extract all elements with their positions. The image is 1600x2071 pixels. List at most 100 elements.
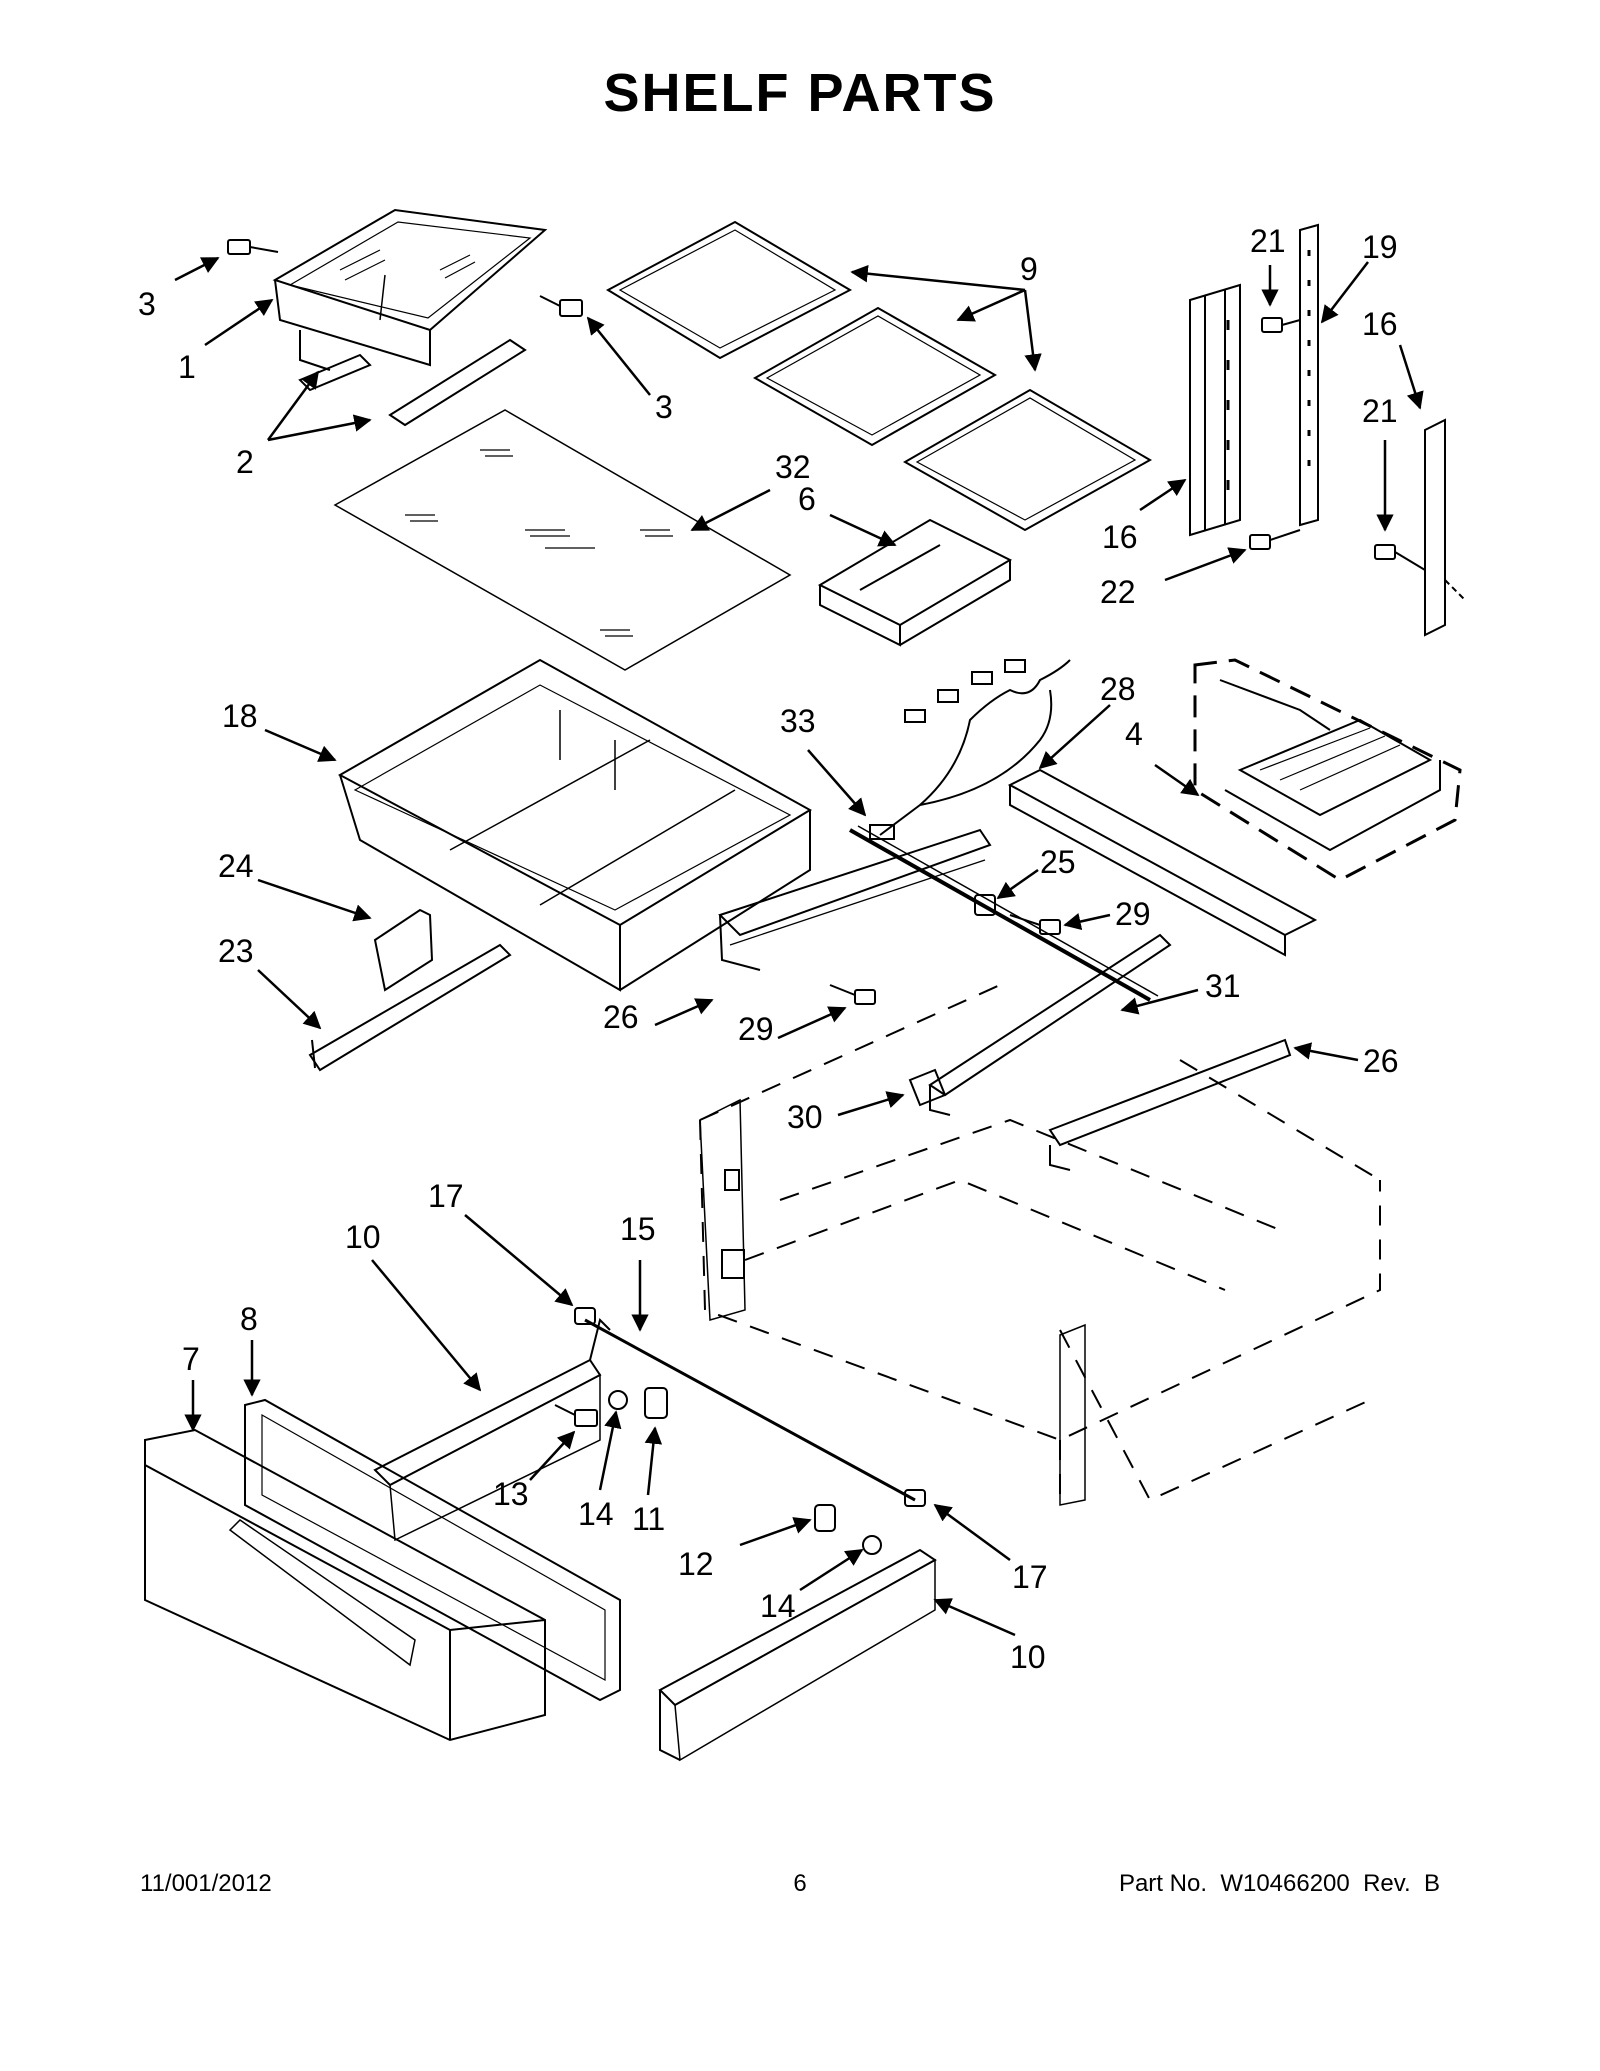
callout-19: 19 <box>1362 229 1398 265</box>
door-bin <box>817 518 1013 647</box>
basket-divider <box>373 908 434 992</box>
leader-24 <box>257 878 372 922</box>
leader-16-left <box>1139 478 1187 512</box>
callout-25: 25 <box>1040 844 1076 880</box>
gear-11 <box>644 1387 668 1419</box>
leader-13 <box>529 1430 576 1481</box>
callout-14-right: 14 <box>760 1588 796 1624</box>
leader-2-a <box>266 370 320 441</box>
leader-9-a <box>850 264 1026 292</box>
drawer-slide-center <box>928 933 1172 1116</box>
glide-bar <box>849 825 1159 1002</box>
page-title: SHELF PARTS <box>603 63 997 123</box>
leader-11 <box>644 1426 663 1496</box>
leader-29-lower <box>777 1006 847 1040</box>
leader-10-right <box>933 1598 1016 1637</box>
callout-10-left: 10 <box>345 1219 381 1255</box>
leader-17-right <box>933 1503 1011 1562</box>
callout-21-right: 21 <box>1362 393 1398 429</box>
basket-trim <box>308 943 512 1072</box>
callout-33: 33 <box>780 703 816 739</box>
freezer-basket <box>337 658 812 992</box>
crisper-cover-frame <box>272 208 548 371</box>
leader-2-b <box>267 414 372 442</box>
callout-30: 30 <box>787 1099 823 1135</box>
callout-26-left: 26 <box>603 999 639 1035</box>
footer-page-number: 6 <box>793 1870 807 1897</box>
callout-14-left: 14 <box>578 1496 614 1532</box>
screw-part-3-left <box>227 239 279 255</box>
screw-13 <box>554 1404 598 1427</box>
leader-18 <box>264 728 337 762</box>
leader-31 <box>1120 988 1199 1015</box>
callout-29-right: 29 <box>1115 896 1151 932</box>
leader-22 <box>1164 547 1247 582</box>
callout-3-right: 3 <box>655 389 673 425</box>
leader-29-right <box>1063 913 1111 931</box>
callout-17-top: 17 <box>428 1178 464 1214</box>
drawer-rail-left <box>373 1318 611 1542</box>
callout-21-top: 21 <box>1250 223 1286 259</box>
leader-30 <box>837 1091 905 1117</box>
callout-8: 8 <box>240 1301 258 1337</box>
leader-3-right <box>586 316 651 396</box>
door-shelf-3 <box>902 388 1153 532</box>
leader-9-b <box>956 288 1026 322</box>
callout-26-right: 26 <box>1363 1043 1399 1079</box>
callout-13: 13 <box>493 1476 529 1512</box>
cabinet-wall <box>699 1098 1086 1506</box>
cabinet-outline <box>699 984 1381 1502</box>
callout-7: 7 <box>182 1341 200 1377</box>
clip-part-25 <box>974 894 996 916</box>
callout-12: 12 <box>678 1546 714 1582</box>
leader-14-left <box>598 1410 622 1491</box>
drawer-front <box>144 1428 546 1742</box>
callout-32: 32 <box>775 449 811 485</box>
door-shelf-2 <box>752 306 998 447</box>
leader-4 <box>1154 763 1200 797</box>
callout-2: 2 <box>236 444 254 480</box>
callout-17-right: 17 <box>1012 1559 1048 1595</box>
leader-9-c <box>1023 289 1042 372</box>
glass-shelf <box>333 409 792 671</box>
leader-32 <box>690 488 771 532</box>
wire-harness <box>869 659 1071 840</box>
callout-24: 24 <box>218 848 254 884</box>
shelf-rail-right <box>1424 418 1466 637</box>
callout-6: 6 <box>798 481 816 517</box>
leader-16-top <box>1398 344 1424 410</box>
leader-26-right <box>1293 1042 1359 1062</box>
callout-22: 22 <box>1100 574 1136 610</box>
pantry-bin <box>1193 658 1462 882</box>
drawer-shaft <box>574 1307 926 1507</box>
leader-10-left <box>371 1259 482 1392</box>
callout-4: 4 <box>1125 716 1143 752</box>
drawer-slide-left <box>718 828 992 971</box>
washer-14-b <box>862 1535 882 1555</box>
callout-29-lower: 29 <box>738 1011 774 1047</box>
callout-10-right: 10 <box>1010 1639 1046 1675</box>
screw-part-3-right <box>539 295 583 317</box>
leader-33 <box>807 749 867 817</box>
drawer-slide-right <box>1048 1038 1292 1171</box>
leader-1 <box>204 298 274 347</box>
callout-18: 18 <box>222 698 258 734</box>
callout-16-top: 16 <box>1362 306 1398 342</box>
leader-19 <box>1320 261 1369 324</box>
screw-part-29-a <box>1009 914 1061 935</box>
shelf-rail-left <box>1189 283 1241 537</box>
shelf-rail-center <box>1299 223 1319 527</box>
leader-25 <box>996 868 1039 900</box>
rail-screw-22 <box>1249 529 1301 550</box>
crisper-slide <box>298 338 527 427</box>
gear-12 <box>814 1504 836 1532</box>
washer-14-a <box>608 1390 628 1410</box>
callout-9: 9 <box>1020 251 1038 287</box>
callout-23: 23 <box>218 933 254 969</box>
leader-6 <box>829 513 897 547</box>
leader-28 <box>1038 704 1111 770</box>
callout-28: 28 <box>1100 671 1136 707</box>
footer-part-number: Part No. W10466200 Rev. B <box>1118 1870 1440 1897</box>
callout-15: 15 <box>620 1211 656 1247</box>
